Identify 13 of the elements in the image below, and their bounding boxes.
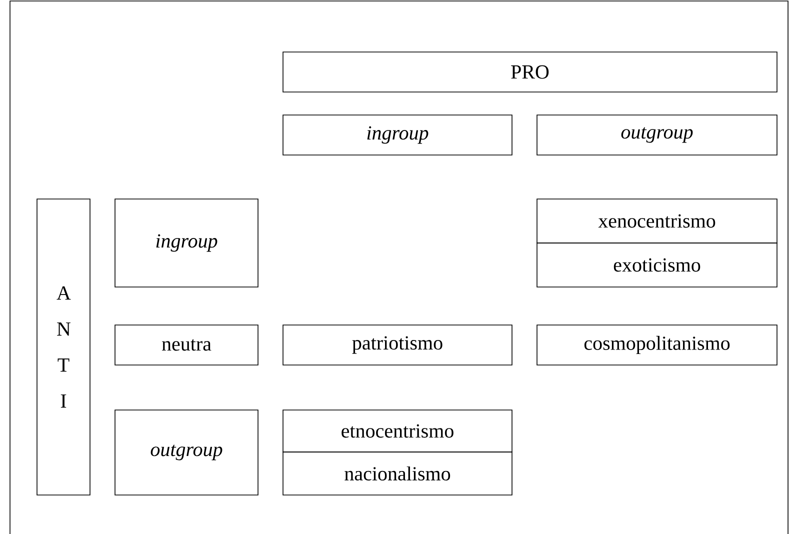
text-box: neutra — [114, 324, 258, 366]
text-box: xenocentrismo — [536, 198, 778, 244]
text-box: ingroup — [114, 198, 258, 288]
text-box: patriotismo — [282, 324, 512, 366]
text-box: nacionalismo — [282, 452, 512, 496]
text-box: ingroup — [282, 114, 512, 156]
text-box: PRO — [282, 52, 778, 92]
text-box: outgroup — [536, 114, 778, 156]
text-box: exoticismo — [536, 242, 778, 288]
text-box: cosmopolitanismo — [536, 324, 778, 366]
text-box: etnocentrismo — [282, 410, 512, 452]
text-box: A N T I — [36, 198, 90, 496]
text-box: outgroup — [114, 410, 258, 496]
